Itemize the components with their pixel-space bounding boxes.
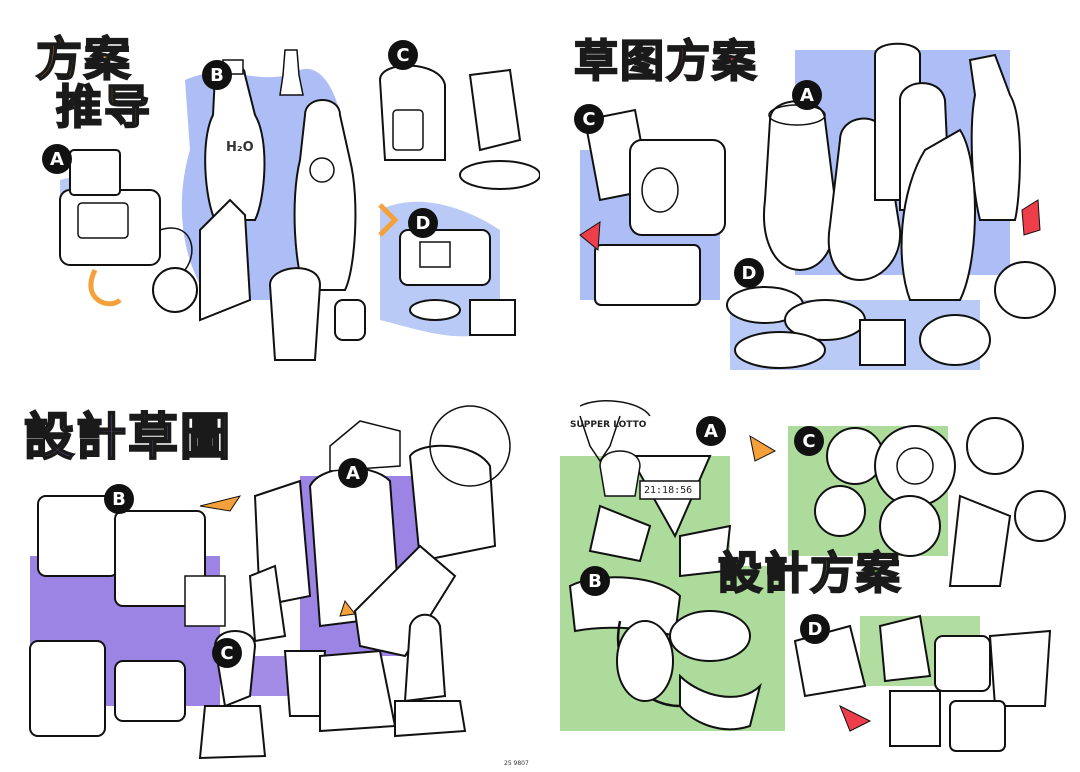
marker-c: C — [794, 426, 824, 456]
title: 設計草圖 — [23, 408, 232, 466]
panel-2-sketches — [579, 42, 1056, 370]
panel-scheme-derivation: 方案 推导 A B C D H₂O — [0, 0, 540, 386]
title-line-2: 推导 — [55, 80, 152, 134]
marker-a: A — [42, 144, 72, 174]
marker-a: A — [792, 80, 822, 110]
title-line-1: 方案 — [35, 32, 132, 86]
marker-d: D — [408, 208, 438, 238]
marker-c: C — [388, 40, 418, 70]
signature: 25 9807 — [504, 760, 529, 767]
title: 設計方案 — [717, 548, 902, 599]
clock-readout: 21:18:56 — [644, 485, 693, 496]
panel-design-scheme: SUPPER LOTTO 21:18:56 設計方案 A B C D — [540, 386, 1080, 772]
panel-design-sketch: 設計草圖 B A C 25 9807 — [0, 386, 540, 772]
marker-c: C — [574, 104, 604, 134]
marker-c: C — [212, 638, 242, 668]
marker-b: B — [104, 484, 134, 514]
marker-a: A — [338, 458, 368, 488]
marker-a: A — [696, 416, 726, 446]
panel-sketch-scheme: 草图方案 C A D — [540, 0, 1080, 386]
lotto-label: SUPPER LOTTO — [570, 420, 647, 430]
title: 草图方案 — [573, 36, 758, 87]
h2o-label: H₂O — [226, 140, 254, 155]
marker-b: B — [580, 566, 610, 596]
marker-d: D — [734, 258, 764, 288]
panel-3-sketches — [29, 405, 511, 760]
marker-b: B — [202, 60, 232, 90]
panel-1-sketches — [59, 49, 540, 361]
marker-d: D — [800, 614, 830, 644]
